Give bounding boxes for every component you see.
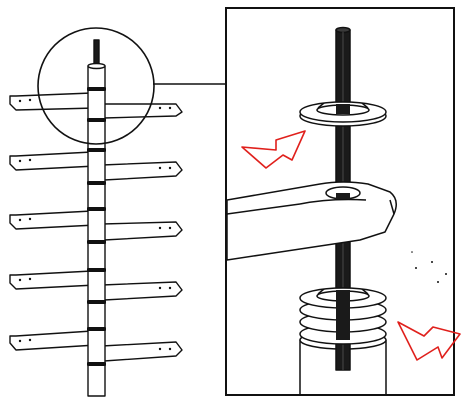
detail-magnifier-circle [37,27,155,145]
detail-speckles [411,251,447,283]
lower-indicator-arrow [397,321,461,361]
detail-top-washer [299,101,387,127]
detail-tread-arm [227,181,397,261]
upper-indicator-arrow [241,130,306,169]
column-spacers [87,87,106,366]
staircase-overview [9,39,183,397]
detail-panel [225,7,461,396]
tread-holes [18,98,172,351]
tread-1 [9,92,183,119]
detail-washer-stack [299,287,387,345]
tread-2 [9,151,183,181]
central-column [87,65,106,397]
tread-5 [9,330,183,362]
